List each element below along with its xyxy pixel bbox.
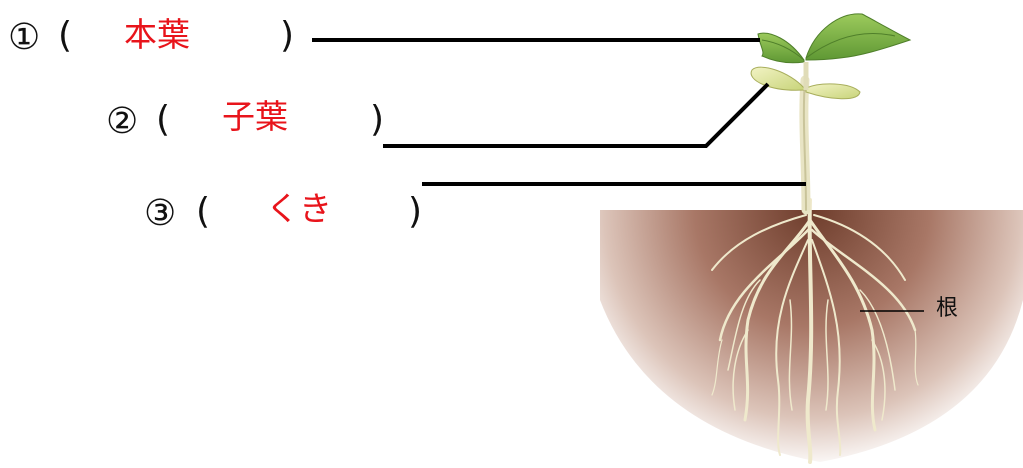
label-1-open-paren: ( (58, 15, 73, 56)
label-3-open-paren: ( (196, 191, 211, 232)
leader-lines (312, 38, 924, 312)
label-3-marker: ③ (144, 193, 177, 234)
label-1-close-paren: ) (280, 15, 295, 56)
root-label: 根 (936, 296, 959, 321)
cotyledon-left (750, 66, 805, 91)
label-2-close-paren: ) (370, 99, 385, 140)
label-2-open-paren: ( (156, 99, 171, 140)
leader-line-2 (383, 82, 770, 148)
true-leaf-left (757, 32, 805, 64)
label-2-answer: 子葉 (222, 97, 288, 136)
label-1-marker: ① (8, 17, 41, 58)
label-1-answer: 本葉 (124, 15, 190, 54)
cotyledon-right (805, 83, 861, 100)
label-3-close-paren: ) (408, 191, 423, 232)
roots (711, 198, 919, 464)
true-leaf-right (805, 13, 912, 61)
label-2-marker: ② (106, 101, 139, 142)
label-3-answer: くき (266, 189, 332, 228)
